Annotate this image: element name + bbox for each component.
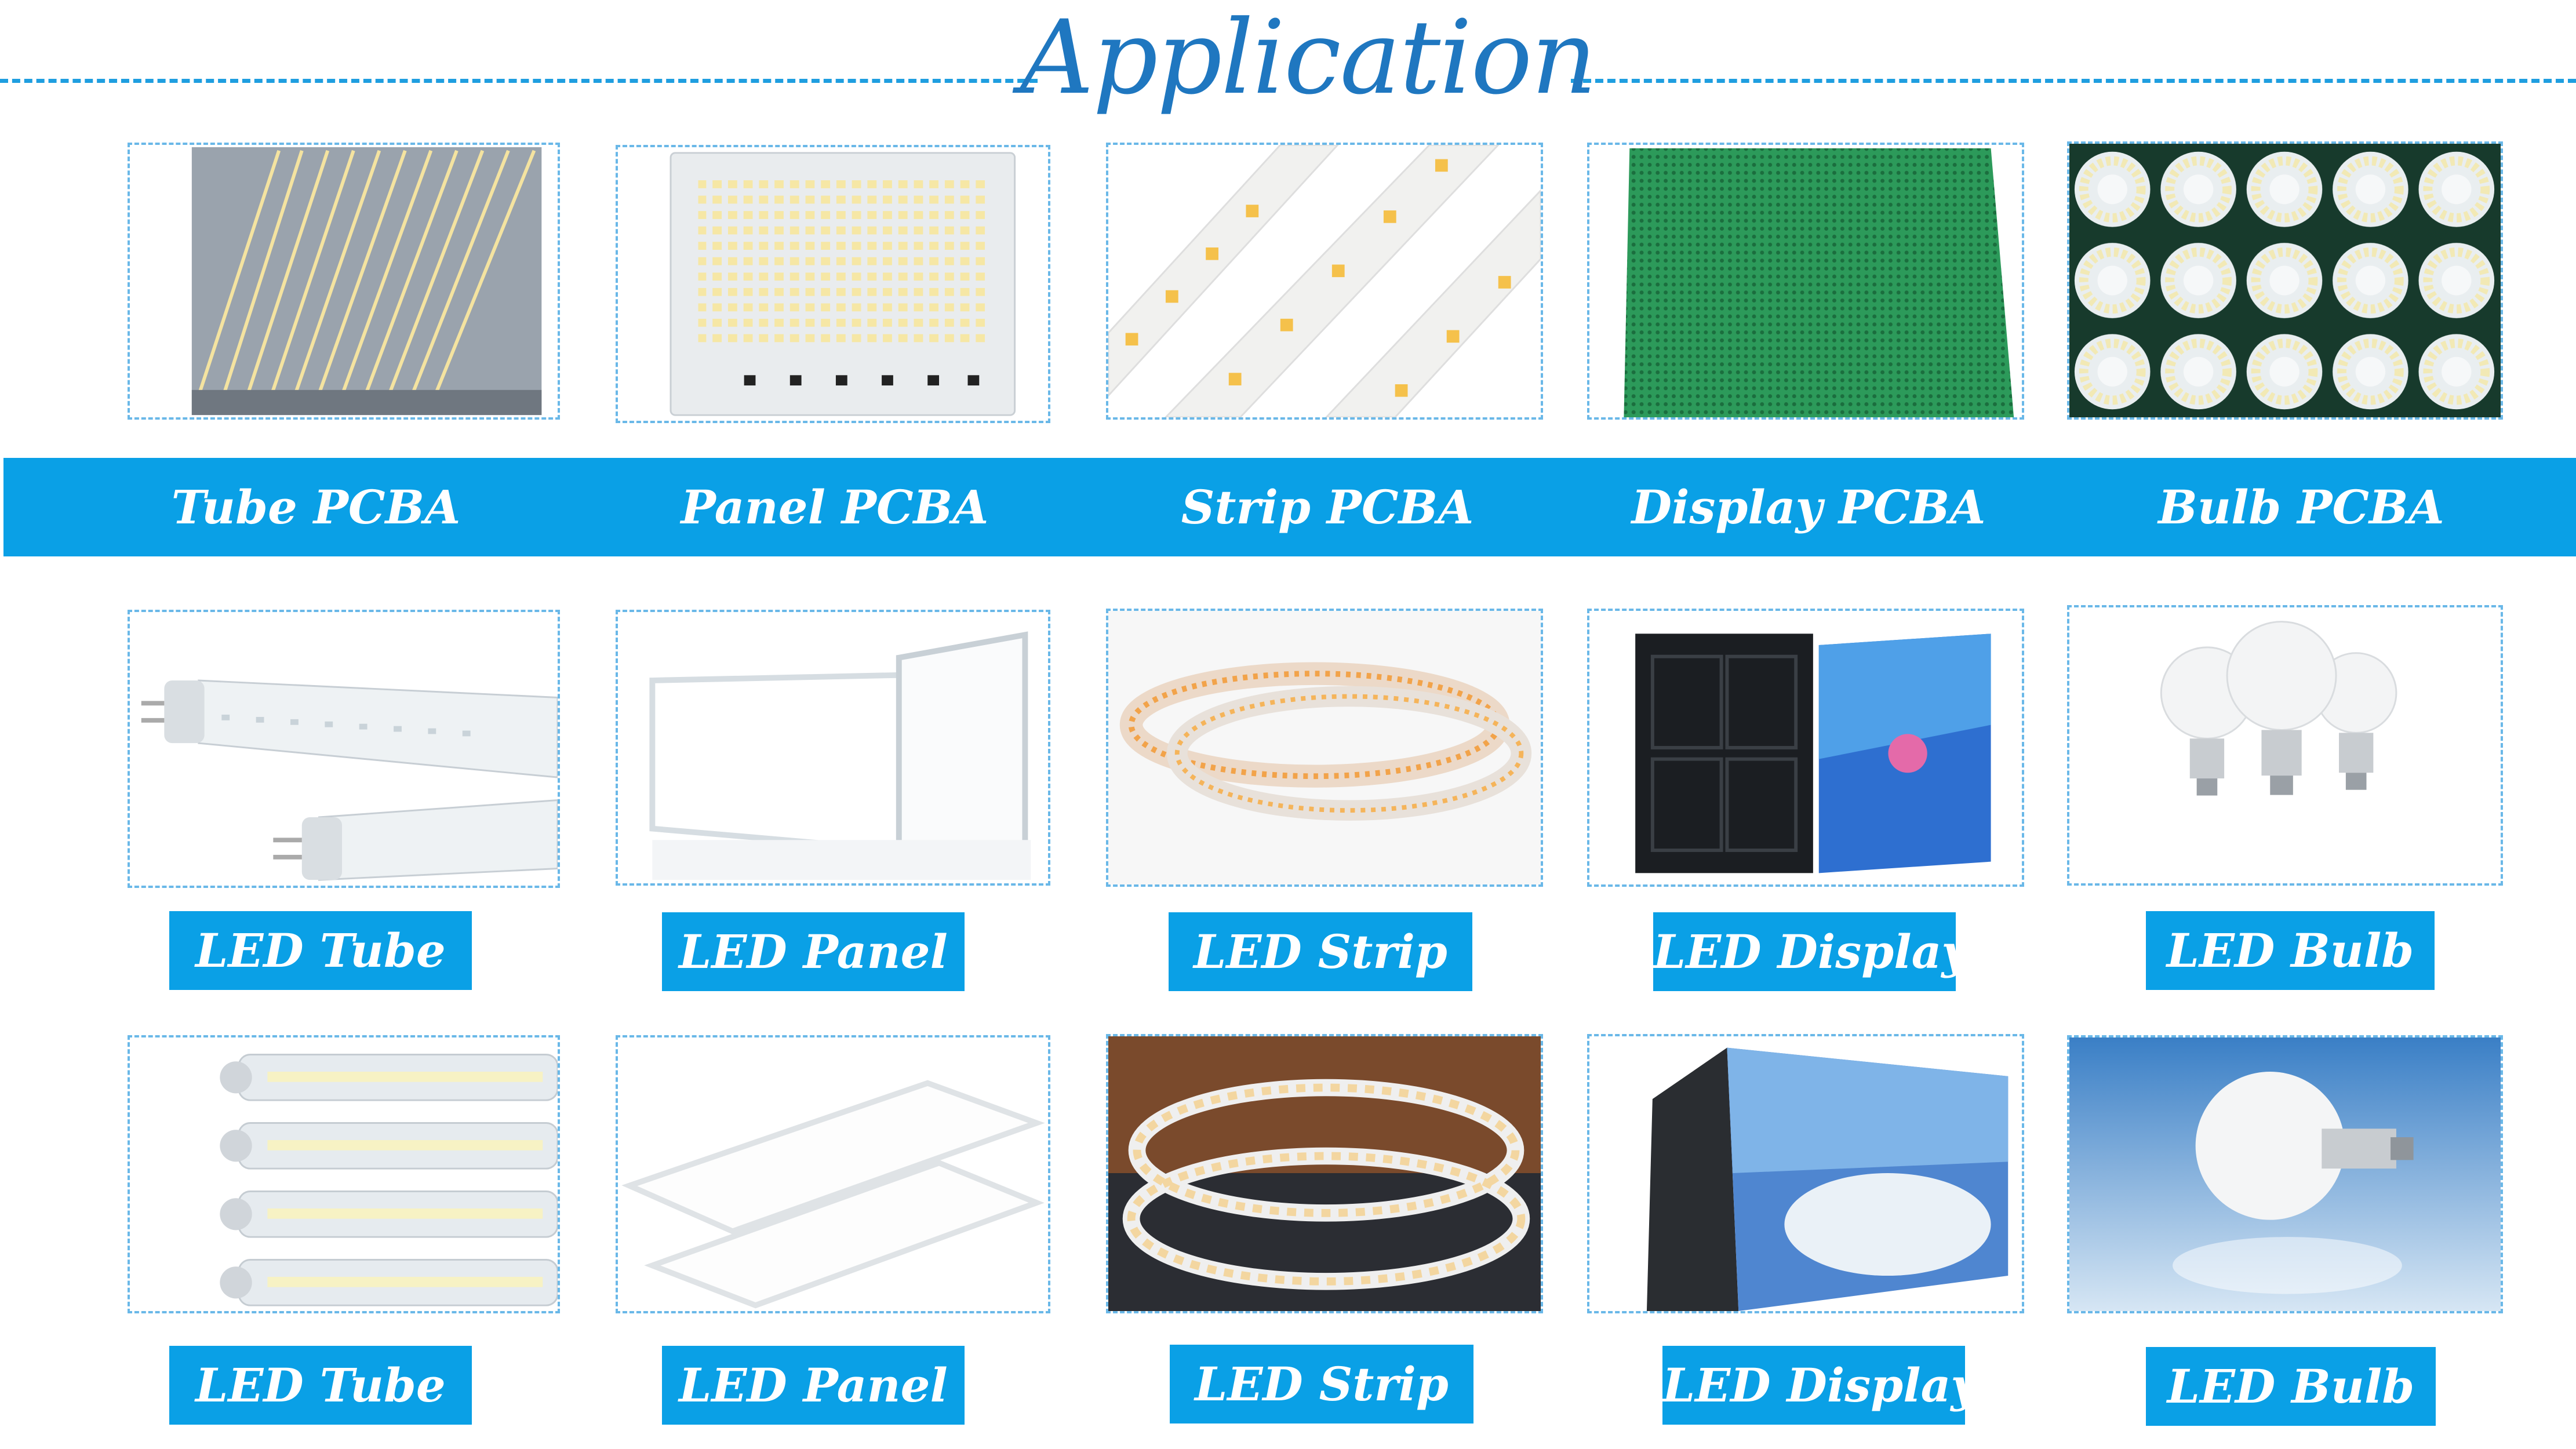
led-panel-label-1: LED Panel xyxy=(662,912,965,991)
pcba-label-bulb: Bulb PCBA xyxy=(2158,480,2444,534)
pcba-label-panel: Panel PCBA xyxy=(681,480,989,534)
led-panel-label-2: LED Panel xyxy=(662,1346,965,1425)
led-bulb-label-2: LED Bulb xyxy=(2146,1347,2436,1426)
led-panel-image-1 xyxy=(616,610,1050,886)
led-tube-image-2 xyxy=(128,1035,560,1313)
led-tube-label-1: LED Tube xyxy=(169,911,472,990)
pcba-label-band xyxy=(3,458,2576,556)
led-strip-image-1 xyxy=(1106,609,1543,887)
title-divider-right xyxy=(1571,79,2576,83)
title-divider-left xyxy=(0,79,1038,83)
led-display-label-1: LED Display xyxy=(1653,912,1969,991)
led-bulb-label-1: LED Bulb xyxy=(2146,911,2435,990)
strip-pcba-image xyxy=(1106,143,1543,420)
pcba-label-tube: Tube PCBA xyxy=(171,480,461,534)
led-strip-label-2: LED Strip xyxy=(1170,1345,1473,1423)
led-display-image-1 xyxy=(1587,609,2024,887)
panel-pcba-image xyxy=(616,145,1050,423)
led-bulb-image-1 xyxy=(2067,605,2503,886)
led-display-label-2: LED Display xyxy=(1662,1346,1978,1425)
bulb-pcba-image xyxy=(2067,141,2503,420)
pcba-label-strip: Strip PCBA xyxy=(1181,480,1474,534)
led-strip-image-2 xyxy=(1106,1034,1543,1313)
page-title: Application xyxy=(1020,0,1597,117)
pcba-label-display: Display PCBA xyxy=(1631,480,1986,534)
led-panel-image-2 xyxy=(616,1035,1050,1313)
led-bulb-image-2 xyxy=(2067,1035,2503,1313)
led-tube-image-1 xyxy=(128,610,560,888)
led-strip-label-1: LED Strip xyxy=(1169,912,1472,991)
led-tube-label-2: LED Tube xyxy=(169,1346,472,1425)
display-pcba-image xyxy=(1587,143,2024,420)
tube-pcba-image xyxy=(128,143,560,420)
led-display-image-2 xyxy=(1587,1034,2024,1313)
